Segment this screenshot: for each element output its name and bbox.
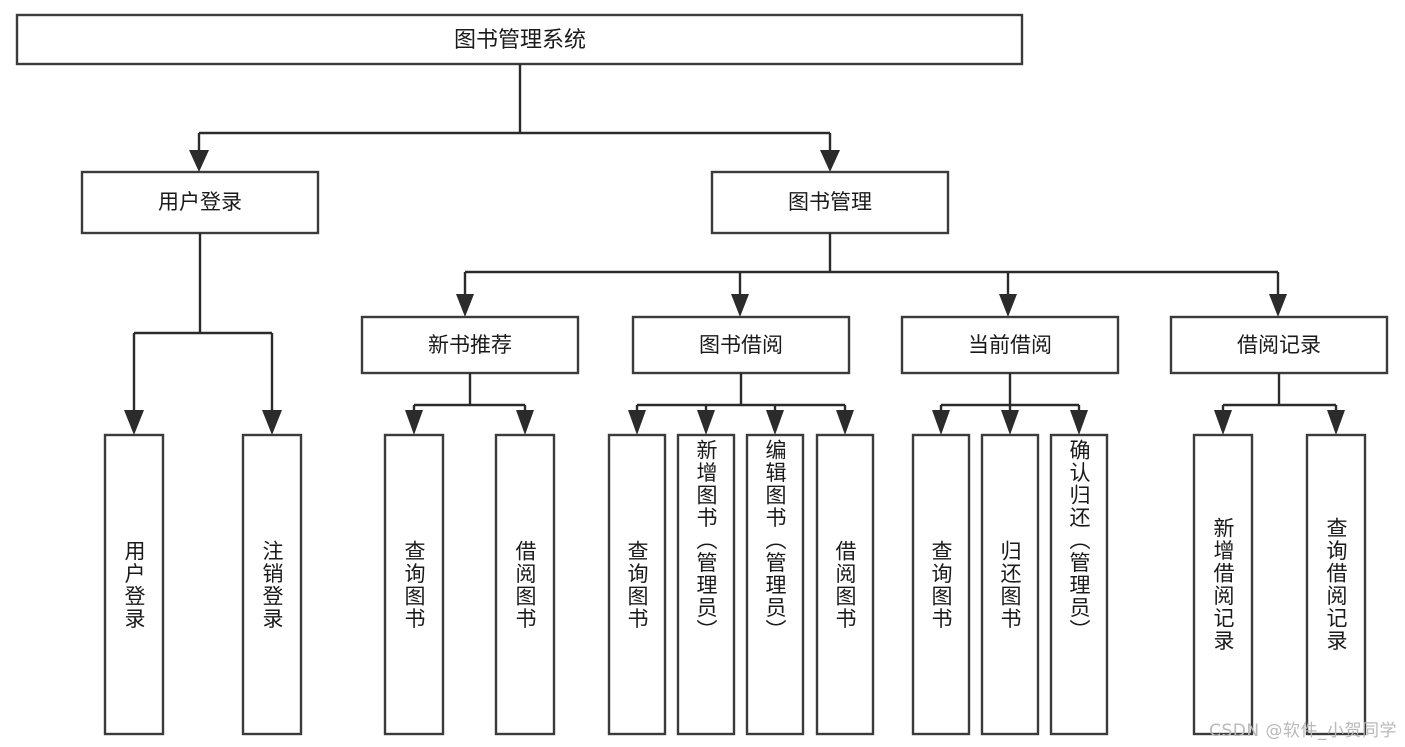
- leaf-borrow-book-box[interactable]: [815, 433, 875, 736]
- node-current-borrow[interactable]: 当前借阅: [900, 315, 1120, 375]
- leaf-confirm-return-admin-box[interactable]: [1049, 433, 1109, 736]
- leaf-query-book-recommend-box[interactable]: [383, 433, 445, 736]
- root-node-label: 图书管理系统: [454, 28, 586, 53]
- leaf-edit-book-admin-box[interactable]: [745, 433, 805, 736]
- leaf-query-book-borrow-box[interactable]: [607, 433, 667, 736]
- arrow-borrow-record: [1269, 294, 1287, 317]
- leaf-add-book-admin-box[interactable]: [676, 433, 736, 736]
- arrow-leaf-query-book-recommend: [405, 410, 423, 435]
- root-node-book-management-system[interactable]: 图书管理系统: [15, 13, 1024, 66]
- node-borrow-record-label: 借阅记录: [1237, 333, 1321, 357]
- arrow-leaf-query-book-borrow: [628, 410, 646, 435]
- arrow-user-login: [189, 150, 209, 172]
- leaf-query-borrow-record-box[interactable]: [1305, 433, 1367, 736]
- arrow-book-borrow: [731, 294, 749, 317]
- node-new-book-recommend[interactable]: 新书推荐: [360, 315, 580, 375]
- node-current-borrow-label: 当前借阅: [968, 333, 1052, 357]
- arrow-leaf-logout: [262, 410, 282, 435]
- leaf-user-login-box[interactable]: [103, 433, 165, 736]
- node-new-book-recommend-box: [360, 315, 580, 375]
- node-book-borrow-box: [631, 315, 851, 375]
- leaf-add-borrow-record-box[interactable]: [1192, 433, 1254, 736]
- arrow-current-borrow: [999, 294, 1017, 317]
- arrow-leaf-query-borrow-record: [1327, 410, 1345, 435]
- leaf-logout-box[interactable]: [241, 433, 303, 736]
- node-current-borrow-box: [900, 315, 1120, 375]
- leaf-return-book-box[interactable]: [980, 433, 1040, 736]
- arrow-leaf-user-login: [124, 410, 144, 435]
- arrow-leaf-borrow-book: [836, 410, 854, 435]
- leaf-query-book-current-box[interactable]: [911, 433, 971, 736]
- node-book-management[interactable]: 图书管理: [710, 170, 950, 235]
- leaf-borrow-book-recommend-box[interactable]: [494, 433, 556, 736]
- node-new-book-recommend-label: 新书推荐: [428, 333, 512, 357]
- node-borrow-record-box: [1169, 315, 1389, 375]
- node-user-login-label: 用户登录: [158, 190, 242, 214]
- arrow-leaf-add-borrow-record: [1214, 410, 1232, 435]
- node-book-borrow-label: 图书借阅: [699, 333, 783, 357]
- node-book-borrow[interactable]: 图书借阅: [631, 315, 851, 375]
- csdn-watermark: CSDN @软件_小贺同学: [1209, 721, 1397, 741]
- arrow-leaf-add-book-admin: [697, 410, 715, 435]
- node-book-management-box: [710, 170, 950, 235]
- arrow-leaf-edit-book-admin: [766, 410, 784, 435]
- arrow-leaf-borrow-book-recommend: [516, 410, 534, 435]
- root-node-box: [15, 13, 1024, 66]
- arrow-book-management: [820, 150, 840, 172]
- node-borrow-record[interactable]: 借阅记录: [1169, 315, 1389, 375]
- arrow-leaf-confirm-return-admin: [1070, 410, 1088, 435]
- node-user-login[interactable]: 用户登录: [80, 170, 320, 235]
- arrow-new-book-recommend: [456, 294, 474, 317]
- arrow-leaf-query-book-current: [932, 410, 950, 435]
- node-book-management-label: 图书管理: [788, 190, 872, 214]
- arrow-leaf-return-book: [1001, 410, 1019, 435]
